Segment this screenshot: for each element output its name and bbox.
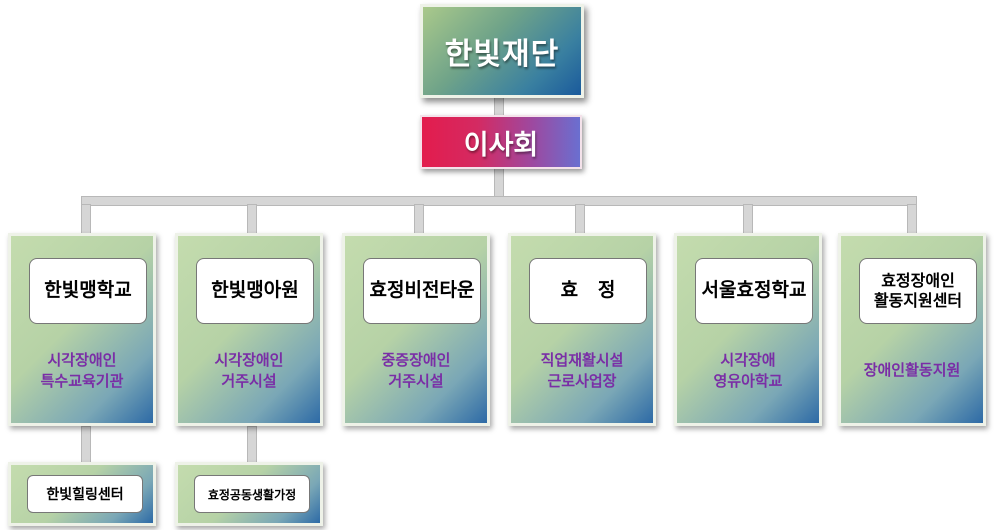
connector-drop-unit-6 bbox=[907, 204, 917, 234]
foundation-node: 한빛재단 bbox=[420, 4, 584, 98]
sub-unit-hanbit-healing-center: 한빛힐링센터 bbox=[8, 462, 156, 526]
unit-description: 시각장애 영유아학교 bbox=[677, 350, 819, 392]
unit-hyojeong: 효 정 직업재활시설 근로사업장 bbox=[508, 233, 656, 426]
connector-drop-unit-3 bbox=[414, 204, 424, 234]
unit-desc-line: 중증장애인 bbox=[381, 351, 451, 369]
unit-title: 한빛맹아원 bbox=[196, 258, 314, 324]
unit-title-text: 효정비전타운 bbox=[369, 279, 475, 302]
unit-title: 서울효정학교 bbox=[695, 258, 813, 324]
unit-desc-line: 영유아학교 bbox=[713, 372, 783, 390]
unit-desc-line: 장애인활동지원 bbox=[863, 361, 961, 379]
unit-title-text: 한빛맹학교 bbox=[44, 279, 132, 302]
unit-seoul-hyojeong-school: 서울효정학교 시각장애 영유아학교 bbox=[674, 233, 822, 426]
unit-title-text: 서울효정학교 bbox=[701, 279, 807, 302]
sub-unit-title-text: 한빛힐링센터 bbox=[46, 487, 124, 503]
unit-desc-line: 근로사업장 bbox=[547, 372, 617, 390]
unit-hyojeong-vision-town: 효정비전타운 중증장애인 거주시설 bbox=[342, 233, 490, 426]
sub-unit-title-text: 효정공동생활가정 bbox=[207, 487, 297, 502]
unit-hanbit-school: 한빛맹학교 시각장애인 특수교육기관 bbox=[8, 233, 156, 426]
unit-desc-line: 시각장애인 bbox=[47, 351, 117, 369]
unit-title-text: 효 정 bbox=[560, 279, 616, 302]
connector-drop-unit-2 bbox=[247, 204, 257, 234]
unit-description: 시각장애인 특수교육기관 bbox=[11, 350, 153, 392]
unit-title: 효정장애인 활동지원센터 bbox=[859, 258, 977, 324]
sub-unit-title: 효정공동생활가정 bbox=[194, 475, 310, 513]
unit-title-line: 효정장애인 bbox=[881, 271, 955, 290]
connector-horizontal-bus bbox=[81, 196, 917, 206]
unit-desc-line: 특수교육기관 bbox=[40, 372, 124, 390]
foundation-label: 한빛재단 bbox=[444, 37, 560, 72]
unit-hyojeong-support-center: 효정장애인 활동지원센터 장애인활동지원 bbox=[838, 233, 986, 426]
unit-desc-line: 직업재활시설 bbox=[540, 351, 624, 369]
unit-desc-line: 거주시설 bbox=[388, 372, 444, 390]
connector-drop-unit-4 bbox=[575, 204, 585, 234]
unit-hanbit-home: 한빛맹아원 시각장애인 거주시설 bbox=[175, 233, 323, 426]
sub-unit-title: 한빛힐링센터 bbox=[27, 475, 143, 513]
connector-board-to-bus bbox=[494, 165, 504, 198]
unit-title: 효 정 bbox=[529, 258, 647, 324]
unit-desc-line: 시각장애인 bbox=[214, 351, 284, 369]
unit-title: 한빛맹학교 bbox=[29, 258, 147, 324]
unit-description: 장애인활동지원 bbox=[841, 360, 983, 381]
sub-unit-hyojeong-group-home: 효정공동생활가정 bbox=[175, 462, 323, 526]
unit-title-line: 활동지원센터 bbox=[873, 291, 963, 310]
unit-desc-line: 거주시설 bbox=[221, 372, 277, 390]
connector-drop-unit-1 bbox=[81, 204, 91, 234]
connector-unit-2-to-sub bbox=[247, 426, 257, 463]
unit-title: 효정비전타운 bbox=[363, 258, 481, 324]
unit-desc-line: 시각장애 bbox=[720, 351, 776, 369]
unit-description: 시각장애인 거주시설 bbox=[178, 350, 320, 392]
unit-description: 중증장애인 거주시설 bbox=[345, 350, 487, 392]
unit-description: 직업재활시설 근로사업장 bbox=[511, 350, 653, 392]
connector-drop-unit-5 bbox=[743, 204, 753, 234]
board-label: 이사회 bbox=[463, 129, 539, 161]
board-node: 이사회 bbox=[420, 115, 582, 169]
connector-unit-1-to-sub bbox=[81, 426, 91, 463]
unit-title-text: 한빛맹아원 bbox=[211, 279, 299, 302]
